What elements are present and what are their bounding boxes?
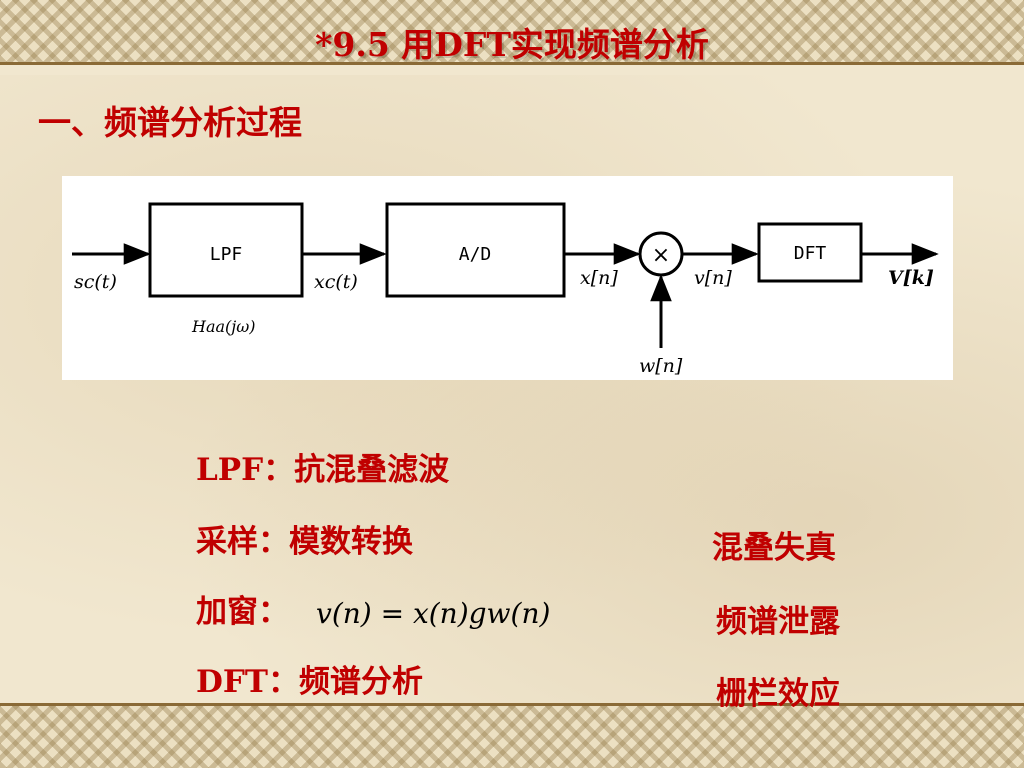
signal-x-n: x[n] bbox=[580, 267, 618, 289]
bottom-rule bbox=[0, 703, 1024, 706]
section-heading: 一、频谱分析过程 bbox=[38, 103, 302, 142]
filter-response-label: Haa(jω) bbox=[191, 317, 256, 336]
top-decorative-border bbox=[0, 0, 1024, 62]
lpf-description: LPF：抗混叠滤波 bbox=[196, 452, 450, 488]
sampling-description: 采样：模数转换 bbox=[196, 524, 413, 560]
bottom-decorative-border bbox=[0, 706, 1024, 768]
window-label: 加窗： bbox=[196, 594, 289, 630]
lpf-block bbox=[148, 202, 304, 298]
signal-V-k: V[k] bbox=[888, 267, 934, 289]
block-diagram: LPF A/D × DFT sc(t) xc(t) x[n] v[n] V[k]… bbox=[62, 176, 953, 380]
lpf-block-label: LPF bbox=[210, 244, 243, 265]
signal-v-n: v[n] bbox=[694, 267, 732, 289]
dft-description: DFT：频谱分析 bbox=[196, 664, 423, 700]
dft-block-label: DFT bbox=[794, 243, 827, 264]
window-formula: v(n) = x(n)gw(n) bbox=[316, 597, 551, 630]
effect-picket-fence: 栅栏效应 bbox=[716, 676, 840, 712]
ad-block-label: A/D bbox=[459, 244, 492, 265]
top-rule bbox=[0, 62, 1024, 65]
signal-sc-t: sc(t) bbox=[74, 271, 117, 293]
signal-xc-t: xc(t) bbox=[314, 271, 358, 293]
multiplier-symbol: × bbox=[652, 243, 670, 268]
block-diagram-svg: LPF A/D × DFT sc(t) xc(t) x[n] v[n] V[k]… bbox=[72, 202, 939, 377]
signal-w-n: w[n] bbox=[639, 355, 683, 377]
effect-aliasing: 混叠失真 bbox=[712, 530, 836, 566]
ad-block bbox=[385, 202, 566, 298]
slide-title: *9.5 用DFT实现频谱分析 bbox=[315, 25, 709, 64]
effect-leakage: 频谱泄露 bbox=[716, 604, 840, 640]
